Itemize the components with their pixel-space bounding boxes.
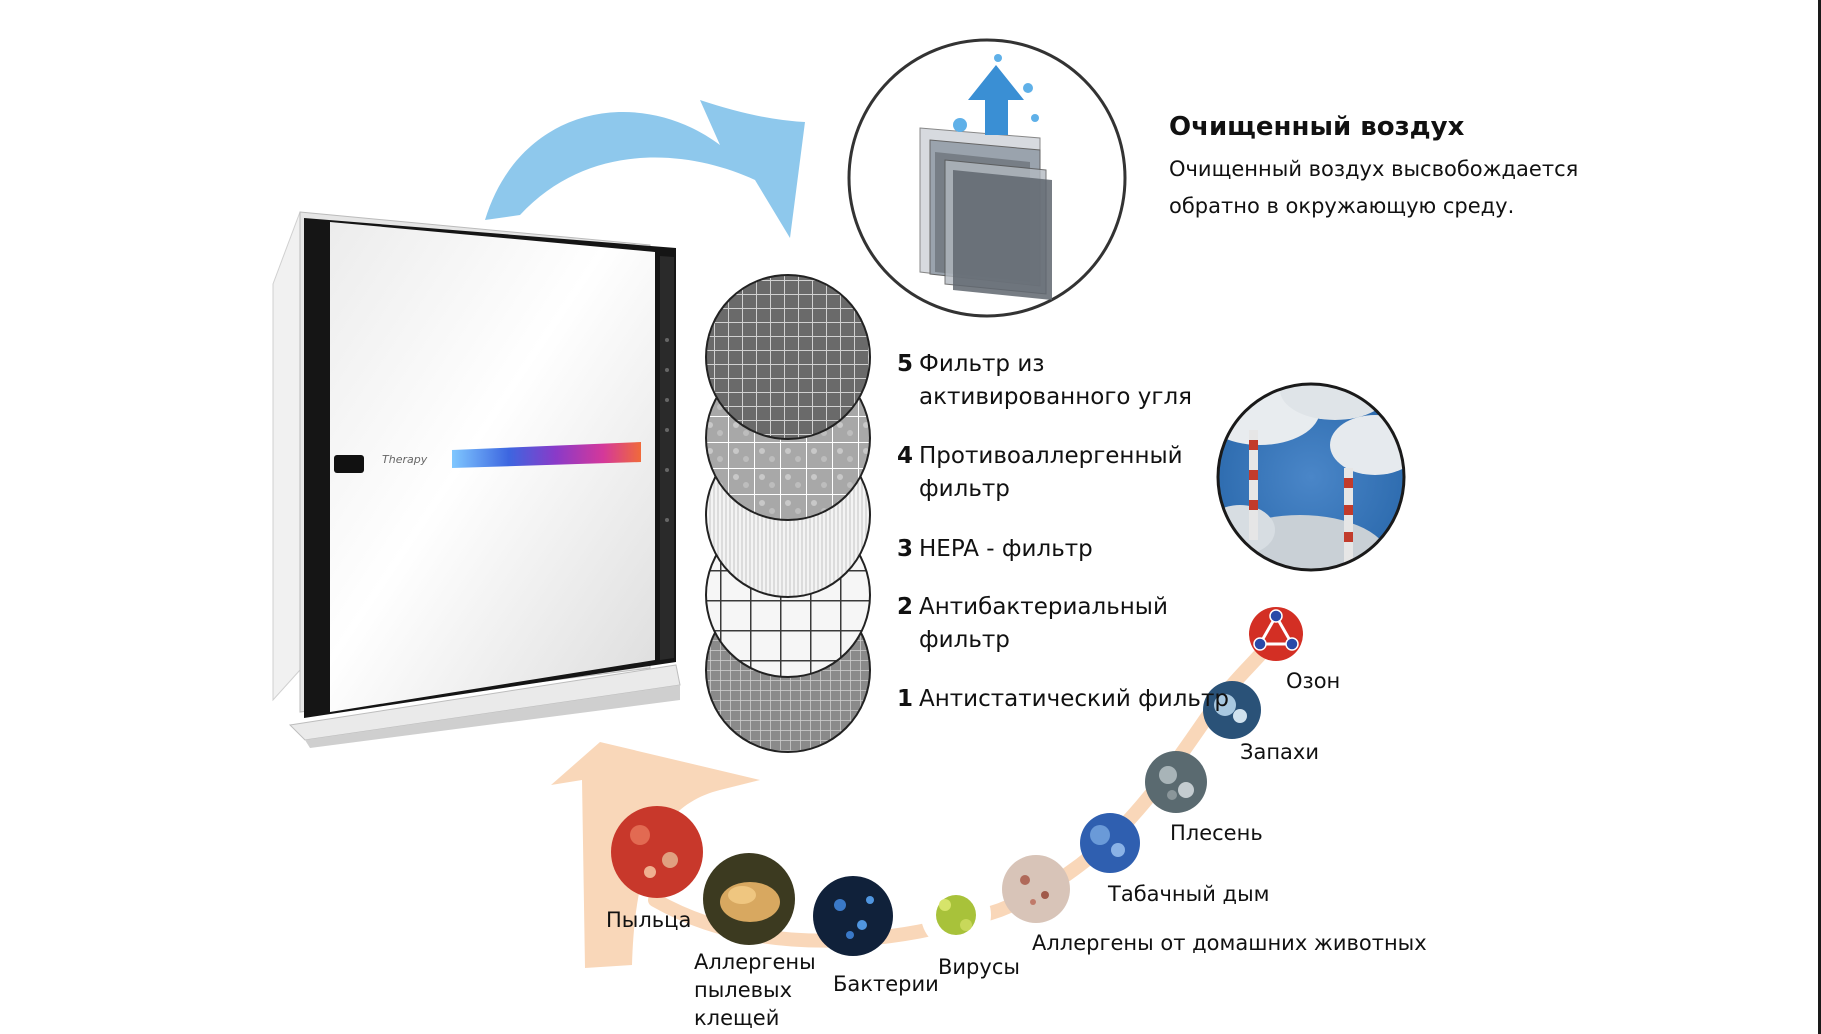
- filter-number: 4: [897, 443, 914, 469]
- tobacco-smoke-label: Табачный дым: [1108, 882, 1270, 906]
- viruses-label: Вирусы: [938, 955, 1020, 979]
- filter-stack: [705, 274, 871, 753]
- filter-name-line-2: активированного угля: [919, 384, 1193, 410]
- clean-air-title: Очищенный воздух: [1169, 112, 1465, 142]
- filter-name-line-2: фильтр: [919, 476, 1010, 502]
- filter-number: 5: [897, 351, 914, 377]
- odors-label: Запахи: [1240, 740, 1320, 764]
- ozone-label: Озон: [1286, 669, 1341, 693]
- dust-mites-label: Аллергены пылевых клещей: [694, 948, 816, 1032]
- tobacco-smoke-circle: [1080, 813, 1140, 873]
- clean-air-description-line-1: Очищенный воздух высвобождается: [1169, 157, 1579, 181]
- blue-airflow-arrow: [485, 100, 805, 238]
- filter-number: 2: [897, 594, 914, 620]
- virus-circle: [921, 880, 991, 950]
- dust-mites-label-line-2: пылевых: [694, 978, 793, 1002]
- odor-circle: [1203, 681, 1261, 739]
- filter-name-line-1: HEPA - фильтр: [919, 536, 1093, 562]
- city-pollution-image: [1216, 382, 1406, 572]
- pollen-label: Пыльца: [606, 908, 692, 932]
- peach-airflow-arrow: [551, 742, 760, 968]
- ozone-circle: [1249, 607, 1303, 661]
- pollen-circle: [611, 806, 703, 898]
- mold-label: Плесень: [1170, 821, 1263, 845]
- filter-name-line-2: фильтр: [919, 627, 1010, 653]
- mold-circle: [1145, 751, 1207, 813]
- dust-mite-circle: [703, 853, 795, 945]
- dust-mites-label-line-3: клещей: [694, 1006, 780, 1030]
- bacteria-label: Бактерии: [833, 972, 939, 996]
- filter-number: 3: [897, 536, 914, 562]
- filter-name-line-1: Антибактериальный: [919, 594, 1168, 620]
- right-edge-border: [1818, 0, 1821, 1034]
- clean-air-description-line-2: обратно в окружающую среду.: [1169, 194, 1515, 218]
- filter-name-line-1: Антистатический фильтр: [919, 686, 1229, 712]
- pet-allergen-circle: [1002, 855, 1070, 923]
- filter-name-line-1: Фильтр из: [919, 351, 1045, 377]
- device-brand-label: Therapy: [382, 453, 428, 466]
- dust-mites-label-line-1: Аллергены: [694, 950, 816, 974]
- filter-name-line-1: Противоаллергенный: [919, 443, 1183, 469]
- filter-number: 1: [897, 686, 914, 712]
- filter-5-disc: [705, 274, 871, 440]
- pet-allergens-label: Аллергены от домашних животных: [1032, 931, 1427, 955]
- clean-air-description: Очищенный воздух высвобождается обратно …: [1169, 151, 1689, 225]
- bacteria-circle: [813, 876, 893, 956]
- clean-air-filter-illustration: [847, 38, 1127, 318]
- air-purifier-device: [272, 211, 681, 748]
